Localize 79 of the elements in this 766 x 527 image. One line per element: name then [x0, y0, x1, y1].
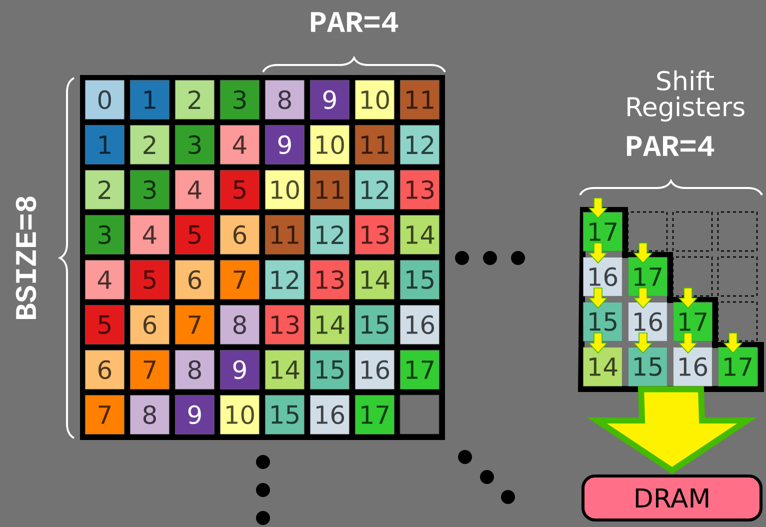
grid-cell: 2: [85, 170, 124, 210]
grid-cell: 6: [220, 215, 260, 254]
register-cell: 17: [583, 212, 622, 252]
grid-cell: 9: [175, 395, 214, 434]
register-cell: 16: [628, 302, 668, 342]
grid-cell: 15: [310, 350, 350, 390]
register-cell: 14: [583, 347, 622, 386]
grid-cell: 13: [265, 305, 304, 344]
grid-cell: 11: [310, 170, 350, 210]
grid-cell: 3: [220, 80, 260, 120]
grid-cell: 10: [355, 80, 394, 120]
grid-cell: 11: [355, 125, 394, 164]
grid-cell: 13: [355, 215, 394, 254]
grid-cell: 16: [355, 350, 394, 390]
register-cell: 16: [583, 257, 622, 296]
grid-cell: 8: [220, 305, 260, 344]
register-cell: 17: [628, 257, 668, 296]
grid-cell: 12: [265, 260, 304, 300]
grid-cell: 4: [85, 260, 124, 300]
grid-cell: 5: [175, 215, 214, 254]
grid-cell: 4: [220, 125, 260, 164]
grid-cell: 3: [85, 215, 124, 254]
grid-cell: 7: [220, 260, 260, 300]
grid-cell: 16: [310, 395, 350, 434]
register-cell: 17: [718, 347, 758, 386]
grid-cell: 14: [310, 305, 350, 344]
grid-cell: 11: [400, 80, 440, 120]
grid-cell: 5: [220, 170, 260, 210]
grid-cell: 3: [175, 125, 214, 164]
grid-cell: 3: [130, 170, 170, 210]
grid-cell: 14: [265, 350, 304, 390]
grid-cell: 14: [355, 260, 394, 300]
grid-cell: 15: [400, 260, 440, 300]
grid-cell: 6: [175, 260, 214, 300]
grid-cell: 10: [310, 125, 350, 164]
grid-cell: 17: [355, 395, 394, 434]
grid-cell: 8: [175, 350, 214, 390]
grid-cell: 1: [85, 125, 124, 164]
brace-label: BSIZE=8: [16, 196, 36, 319]
grid-cell: 9: [265, 125, 304, 164]
grid-cell: 1: [130, 80, 170, 120]
grid-cell: 11: [265, 215, 304, 254]
register-cell: 16: [673, 347, 712, 386]
grid-cell: 2: [130, 125, 170, 164]
brace-label: PAR=4: [311, 12, 398, 32]
grid-cell: 4: [130, 215, 170, 254]
register-cell: 15: [628, 347, 668, 386]
grid-cell: 8: [265, 80, 304, 120]
brace-label: PAR=4: [626, 136, 714, 156]
grid-cell: 14: [400, 215, 440, 254]
grid-cell: 10: [265, 170, 304, 210]
grid-cell: 16: [400, 305, 440, 344]
grid-cell: 15: [265, 395, 304, 434]
grid-cell: 9: [310, 80, 350, 120]
grid-cell: 12: [355, 170, 394, 210]
grid-cell: 2: [175, 80, 214, 120]
register-cell: 17: [673, 302, 712, 342]
grid-cell: 13: [310, 260, 350, 300]
heading: Shift Registers: [628, 70, 744, 122]
grid-cell: 12: [310, 215, 350, 254]
grid-cell: 15: [355, 305, 394, 344]
grid-cell: 0: [85, 80, 124, 120]
grid-cell: 4: [175, 170, 214, 210]
grid-cell: 9: [220, 350, 260, 390]
grid-cell: 5: [85, 305, 124, 344]
grid-cell: 6: [85, 350, 124, 390]
grid-cell: 13: [400, 170, 440, 210]
grid-cell: 10: [220, 395, 260, 434]
grid-cell: 7: [130, 350, 170, 390]
arrow: [587, 386, 757, 474]
grid-cell: 12: [400, 125, 440, 164]
grid-cell: 7: [85, 395, 124, 434]
grid-cell: 8: [130, 395, 170, 434]
register-cell: 15: [583, 302, 622, 342]
grid-cell: 5: [130, 260, 170, 300]
grid-cell: 17: [400, 350, 440, 390]
memory-box: DRAM: [582, 474, 762, 522]
grid-cell: 6: [130, 305, 170, 344]
grid-cell: 7: [175, 305, 214, 344]
